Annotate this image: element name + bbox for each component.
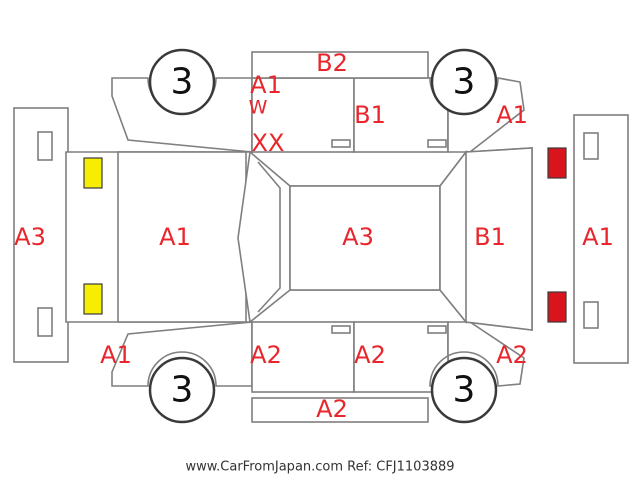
windshield [237,150,291,324]
label-top-rear-fender: A1 [496,101,528,129]
front-light-upper [83,157,103,189]
label-top-windshield-mark: W [249,97,268,119]
label-bottom-front-door: A2 [250,341,282,369]
tire-rear-right [430,356,498,424]
trunk [465,147,533,331]
tire-front-left [148,48,216,116]
label-top-windshield-note: XX [252,129,285,157]
label-bottom-fender-front: A1 [100,341,132,369]
label-top-rocker: B2 [316,49,348,77]
tire-rear-left-grade: 3 [453,62,476,103]
rear-bumper [573,114,629,364]
bottom-door-handle-rear [427,325,447,334]
label-front-bumper: A3 [14,223,46,251]
windshield-inner [257,161,281,313]
label-rear-bumper: A1 [582,223,614,251]
reference-footer: www.CarFromJapan.com Ref: CFJ1103889 [185,460,454,475]
top-rocker-panel [251,51,429,79]
bottom-rocker-panel [251,397,429,423]
front-light-lower [83,283,103,315]
label-roof: A3 [342,223,374,251]
rear-light-lower [547,291,567,323]
tire-rear-right-grade: 3 [453,370,476,411]
label-trunk: B1 [474,223,506,251]
tire-front-right-grade: 3 [171,370,194,411]
rear-bumper-slot-upper [583,132,599,160]
rear-light-upper [547,147,567,179]
top-door-handle-rear [427,139,447,148]
label-bottom-rear-door: A2 [354,341,386,369]
label-bottom-rocker: A2 [316,395,348,423]
rear-bumper-slot-lower [583,301,599,329]
roof [289,185,441,291]
bottom-door-handle-front [331,325,351,334]
top-door-handle-front [331,139,351,148]
hood [117,151,247,323]
label-bottom-rear-fender: A2 [496,341,528,369]
front-bumper-slot-upper [37,131,53,161]
tire-front-right [148,356,216,424]
bottom-front-fender [111,321,253,387]
label-hood: A1 [159,223,191,251]
tire-rear-left [430,48,498,116]
front-bumper-slot-lower [37,307,53,337]
label-top-rear-door: B1 [354,101,386,129]
label-top-fender-front: A1 [250,71,282,99]
tire-front-left-grade: 3 [171,62,194,103]
bottom-rear-fender [429,321,525,387]
